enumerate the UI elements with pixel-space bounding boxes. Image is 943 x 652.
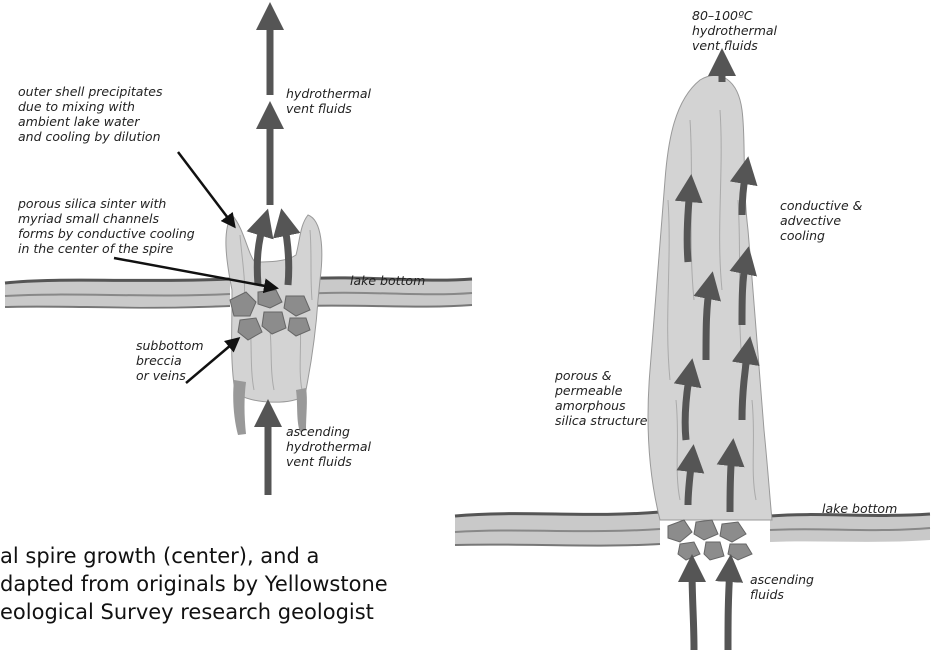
- temperature-label: 80–100ºC hydrothermal vent fluids: [692, 8, 781, 53]
- subbottom-label: subbottom breccia or veins: [136, 338, 208, 383]
- figure-caption: al spire growth (center), and a dapted f…: [0, 544, 394, 624]
- vent-fluids-top-label: hydrothermal vent fluids: [286, 86, 375, 116]
- ascending-fluids-label-left: ascending hydrothermal vent fluids: [286, 424, 375, 469]
- right-spire-diagram: 80–100ºC hydrothermal vent fluids conduc…: [455, 8, 930, 650]
- lake-bottom-label-left: lake bottom: [350, 273, 425, 288]
- vent-fluid-arrows: [257, 16, 289, 495]
- porous-sinter-label: porous silica sinter with myriad small c…: [17, 196, 199, 256]
- left-spire-diagram: outer shell precipitates due to mixing w…: [5, 16, 472, 495]
- breccia-rocks: [230, 290, 310, 340]
- lake-bottom-label-right: lake bottom: [822, 501, 897, 516]
- outer-shell-label: outer shell precipitates due to mixing w…: [18, 84, 167, 144]
- breccia-rocks-right: [668, 520, 752, 560]
- spire-root-left: [233, 380, 246, 435]
- porous-structure-label: porous & permeable amorphous silica stru…: [554, 368, 648, 428]
- ascending-fluids-label-right: ascending fluids: [750, 572, 818, 602]
- cooling-label: conductive & advective cooling: [780, 198, 866, 243]
